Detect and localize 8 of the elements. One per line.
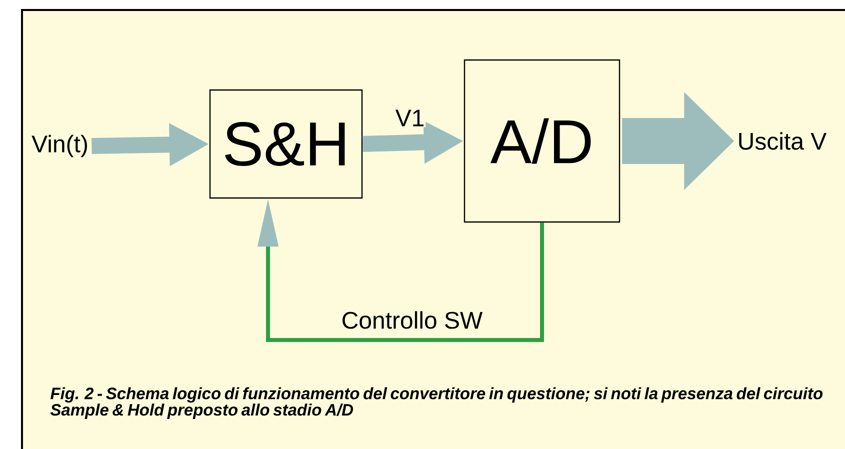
edge-label: V1 (394, 108, 426, 128)
caption: Fig. 2 - Schema logico di funzionamento del convertitore in questione; si noti la presenza del circuito Sample & Hold preposto allo stadio A/D (50, 387, 823, 419)
signal-label: Vin(t) (32, 134, 87, 158)
edge-label: Controllo SW (340, 310, 484, 330)
block-box: A/D (464, 59, 620, 223)
signal-label: Uscita V (739, 132, 827, 150)
block-box: S&H (209, 89, 363, 199)
block-arrow (622, 92, 734, 190)
